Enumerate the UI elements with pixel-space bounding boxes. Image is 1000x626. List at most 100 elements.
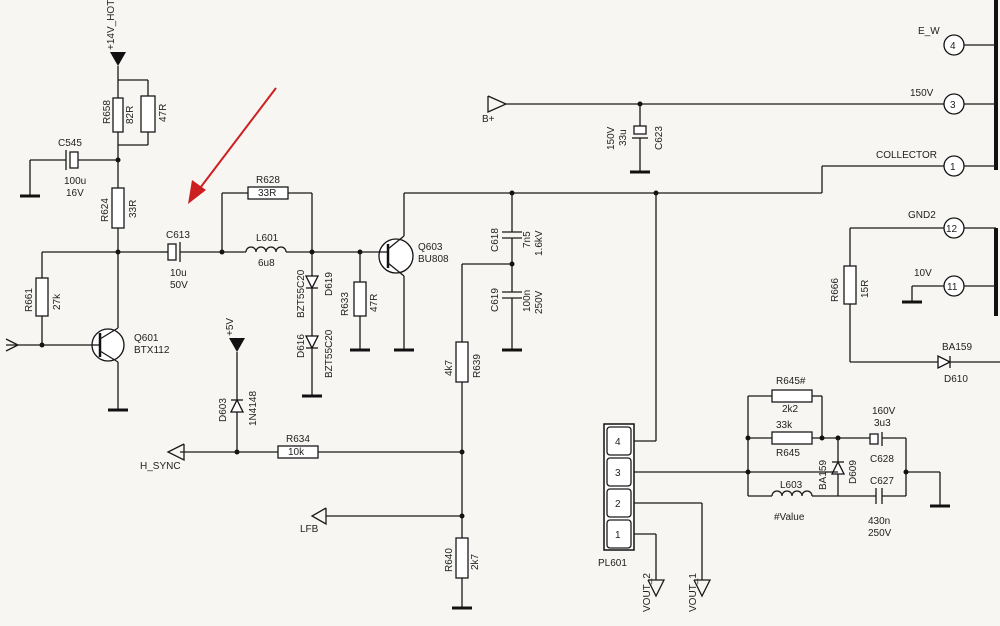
c613-voltage: 50V xyxy=(170,280,188,291)
rail-14v-hot: +14V_HOT xyxy=(106,0,126,80)
b-plus-rail: B+ xyxy=(482,95,944,125)
conn-pin-3-label: 150V xyxy=(910,88,934,99)
r658-value: 82R xyxy=(125,106,136,124)
r633-ref: R633 xyxy=(340,292,351,316)
resistor-r628: R628 33R xyxy=(221,175,313,252)
b-plus-label: B+ xyxy=(482,114,495,125)
plug-pin-1: 1 xyxy=(615,530,621,541)
r639-ref: R639 xyxy=(472,354,483,378)
resistor-r640: R640 2k7 xyxy=(444,537,481,610)
r639-value: 4k7 xyxy=(444,359,455,376)
zener-d619-d616: BZT55C20 D619 D616 BZT55C20 xyxy=(296,252,335,398)
d616-ref: D616 xyxy=(296,334,307,358)
c627-voltage: 250V xyxy=(868,528,892,539)
rail-5v-label: +5V xyxy=(225,318,236,336)
connector-right: 4 E_W 3 150V 1 COLLECTOR 12 GND2 11 10V xyxy=(850,0,998,316)
c627-ref: C627 xyxy=(870,476,894,487)
transistor-q603: Q603 BU808 xyxy=(360,193,449,352)
q603-ref: Q603 xyxy=(418,242,443,253)
r658b-value: 47R xyxy=(158,104,169,122)
d610-ref: D610 xyxy=(944,374,968,385)
c545-value: 100u xyxy=(64,176,86,187)
conn-pin-11-label: 10V xyxy=(914,268,932,279)
c619-ref: C619 xyxy=(490,288,501,312)
r645a-value: 2k2 xyxy=(782,404,799,415)
d619-value: BZT55C20 xyxy=(296,269,307,318)
c628-ref: C628 xyxy=(870,454,894,465)
resistor-r658: R658 82R 47R xyxy=(102,79,169,146)
r645-value: 33k xyxy=(776,420,793,431)
conn-pin-11-num: 11 xyxy=(947,282,958,293)
resistor-r666: R666 15R xyxy=(830,228,938,363)
diode-d610: BA159 D610 xyxy=(937,342,1000,385)
r661-ref: R661 xyxy=(24,288,35,312)
conn-pin-1-label: COLLECTOR xyxy=(876,150,937,161)
plug-pin-3: 3 xyxy=(615,468,621,479)
resistor-r624: R624 33R xyxy=(100,160,139,255)
capacitor-c618-c619: C618 7n5 1.6kV C619 100n 250V xyxy=(462,193,545,352)
d609-ref: D609 xyxy=(848,460,859,484)
c619-voltage: 250V xyxy=(534,290,545,314)
conn-pin-1-num: 1 xyxy=(950,162,956,173)
collector-bus xyxy=(404,165,944,196)
c619-value: 100n xyxy=(522,290,533,312)
d603-ref: D603 xyxy=(218,398,229,422)
d610-value: BA159 xyxy=(942,342,972,353)
c618-ref: C618 xyxy=(490,228,501,252)
annotation-arrow-icon xyxy=(188,87,277,204)
r624-ref: R624 xyxy=(100,198,111,222)
capacitor-c545: C545 100u 16V xyxy=(20,138,121,199)
q603-value: BU808 xyxy=(418,254,449,265)
c623-value: 33u xyxy=(618,129,629,146)
c545-ref: C545 xyxy=(58,138,82,149)
c627-value: 430n xyxy=(868,516,890,527)
transistor-q601: Q601 BTX112 xyxy=(90,252,170,412)
r640-value: 2k7 xyxy=(470,553,481,570)
plug-pl601: 4 3 2 1 PL601 xyxy=(598,193,748,580)
c628-value: 3u3 xyxy=(874,418,891,429)
r645a-ref: R645# xyxy=(776,376,806,387)
network-r645-d609: R645# 2k2 33k R645 BA159 D609 160V 3u3 C… xyxy=(745,376,950,539)
c623-voltage: 150V xyxy=(606,126,617,150)
h-sync-port: H_SYNC xyxy=(140,443,185,472)
vout-ports: VOUT_2 VOUT_1 xyxy=(642,573,712,612)
rail-5v-d603: +5V D603 1N4148 xyxy=(218,318,259,455)
conn-pin-12-label: GND2 xyxy=(908,210,936,221)
l601-value: 6u8 xyxy=(258,258,275,269)
inductor-l601: L601 6u8 xyxy=(222,233,363,269)
r666-ref: R666 xyxy=(830,278,841,302)
conn-pin-3-num: 3 xyxy=(950,100,956,111)
resistor-r634: R634 10k xyxy=(180,434,462,459)
r633-value: 47R xyxy=(369,294,380,312)
c623-ref: C623 xyxy=(654,126,665,150)
d619-ref: D619 xyxy=(324,272,335,296)
vout2-label: VOUT_2 xyxy=(642,573,653,612)
l603-ref: L603 xyxy=(780,480,803,491)
c613-ref: C613 xyxy=(166,230,190,241)
r628-value: 33R xyxy=(258,188,276,199)
c628-voltage: 160V xyxy=(872,406,896,417)
r658-ref: R658 xyxy=(102,100,113,124)
l603-value: #Value xyxy=(774,512,805,523)
r640-ref: R640 xyxy=(444,548,455,572)
c618-value: 7n5 xyxy=(522,231,533,248)
conn-pin-4-label: E_W xyxy=(918,26,940,37)
resistor-r633: R633 47R xyxy=(340,252,380,352)
conn-pin-4-num: 4 xyxy=(950,41,956,52)
l601-ref: L601 xyxy=(256,233,279,244)
capacitor-c613: C613 10u 50V xyxy=(160,230,225,291)
r634-ref: R634 xyxy=(286,434,310,445)
r645-ref: R645 xyxy=(776,448,800,459)
d603-value: 1N4148 xyxy=(248,391,259,426)
r666-value: 15R xyxy=(860,280,871,298)
d616-value: BZT55C20 xyxy=(324,329,335,378)
rail-14v-hot-label: +14V_HOT xyxy=(106,0,117,50)
d609-value: BA159 xyxy=(818,460,829,490)
r661-value: 27k xyxy=(52,293,63,310)
input-arrow-icon xyxy=(5,338,90,352)
r628-ref: R628 xyxy=(256,175,280,186)
c618-voltage: 1.6kV xyxy=(534,230,545,256)
plug-pin-2: 2 xyxy=(615,499,621,510)
